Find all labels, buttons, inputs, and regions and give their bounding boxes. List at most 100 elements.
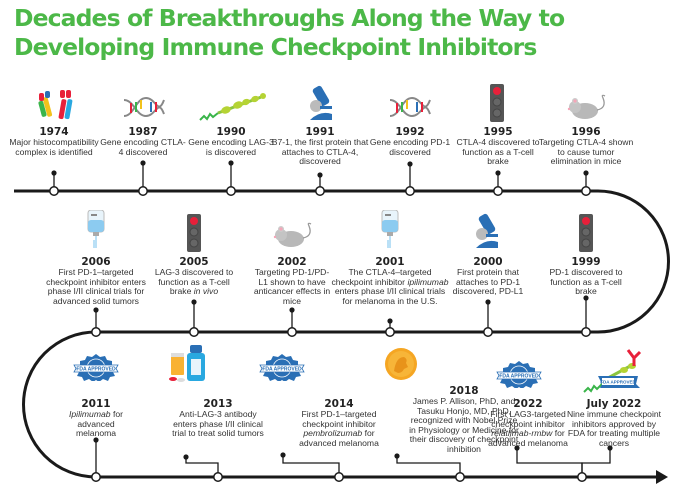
- connector-dot: [317, 172, 323, 178]
- event-description: Major histocompatibility complex is iden…: [9, 137, 99, 157]
- event-year: 2001: [375, 256, 405, 268]
- medicine-bottles-icon: [169, 345, 205, 382]
- connector-line: [516, 448, 583, 473]
- connector-dot: [93, 307, 99, 313]
- event-description: First protein that attaches to PD-1 disc…: [452, 267, 524, 297]
- fda-approved-badge-icon: FDA APPROVED: [496, 361, 542, 388]
- event-description: CTLA-4 discovered to function as a T-cel…: [456, 137, 540, 167]
- event-text-part: for advanced melanoma: [75, 409, 123, 439]
- nobel-medal-icon: [385, 348, 417, 380]
- antibody-fda-banner-icon: FDA APPROVED: [583, 349, 642, 393]
- event-year: 2018: [449, 385, 479, 397]
- timeline-node: [189, 327, 199, 337]
- connector-dot: [51, 170, 57, 176]
- connector-dot: [140, 160, 146, 166]
- mouse-icon: [567, 94, 606, 119]
- event-year: 1974: [39, 126, 69, 138]
- traffic-light-icon: [187, 214, 201, 252]
- connector-dot: [514, 445, 520, 451]
- event-description: LAG-3 discovered to function as a T-cell…: [151, 267, 237, 297]
- badge-text: FDA APPROVED: [262, 367, 302, 373]
- iv-bag-icon: [381, 210, 399, 248]
- connector-dot: [228, 160, 234, 166]
- event-description: First PD-1–targeted checkpoint inhibitor…: [290, 409, 388, 448]
- connector-dot: [583, 170, 589, 176]
- mouse-icon: [273, 222, 312, 247]
- connector-line: [185, 457, 219, 473]
- connector-dot: [607, 445, 613, 451]
- page-title: Decades of Breakthroughs Along the Way t…: [14, 4, 674, 62]
- event-description: PD-1 discovered to function as a T-cell …: [549, 267, 623, 297]
- event-description: The CTLA-4–targeted checkpoint inhibitor…: [331, 267, 449, 306]
- connector-dot: [289, 307, 295, 313]
- event-year: 2011: [81, 398, 111, 410]
- connector-dot: [495, 170, 501, 176]
- drug-name: in vivo: [193, 286, 219, 297]
- connector-dot: [485, 299, 491, 305]
- timeline-node: [455, 472, 465, 482]
- event-description: Gene encoding PD-1 discovered: [369, 137, 451, 157]
- event-description: James P. Allison, PhD, and Tasuku Honjo,…: [409, 396, 519, 454]
- connector-dot: [407, 161, 413, 167]
- drug-name: pembrolizumab: [303, 428, 363, 439]
- connector-line: [282, 455, 340, 473]
- timeline-node: [287, 327, 297, 337]
- event-year: 2005: [179, 256, 209, 268]
- track-row-1: [14, 189, 670, 334]
- event-description: Gene encoding LAG-3 is discovered: [188, 137, 274, 157]
- connector-dot: [387, 318, 393, 324]
- connector-line: [396, 456, 461, 473]
- drug-name: ipilimumab: [407, 276, 449, 287]
- connector-dot: [183, 454, 189, 460]
- event-year: 1991: [305, 126, 335, 138]
- event-year: 1995: [483, 126, 513, 138]
- event-description: Nine immune checkpoint inhibitors approv…: [566, 409, 662, 448]
- chromosomes-icon: [38, 90, 73, 120]
- timeline-node: [577, 472, 587, 482]
- connector-dot: [93, 437, 99, 443]
- timeline-node: [581, 327, 591, 337]
- timeline-node: [581, 186, 591, 196]
- arrow-head: [656, 470, 668, 484]
- timeline-node: [49, 186, 59, 196]
- connector-dot: [191, 299, 197, 305]
- connector-dot: [280, 452, 286, 458]
- event-year: 1999: [571, 256, 601, 268]
- event-year: 2006: [81, 256, 111, 268]
- timeline-node: [334, 472, 344, 482]
- track-row-2: [22, 330, 598, 479]
- protein-strand-icon: [199, 93, 266, 121]
- timeline-node: [91, 472, 101, 482]
- event-description: Targeting CTLA-4 shown to cause tumor el…: [538, 137, 634, 167]
- title-line-1: Decades of Breakthroughs Along the Way t…: [14, 4, 565, 32]
- timeline-node: [213, 472, 223, 482]
- timeline-node: [91, 327, 101, 337]
- badge-text: FDA APPROVED: [600, 380, 636, 385]
- drug-name: Ipilimumab: [69, 409, 111, 419]
- event-text-part: First PD-1–targeted checkpoint inhibitor: [301, 409, 377, 429]
- iv-bag-icon: [87, 210, 105, 248]
- connector-dot: [394, 453, 400, 459]
- microscope-icon: [476, 213, 498, 248]
- fda-approved-badge-icon: FDA APPROVED: [73, 354, 119, 381]
- event-description: Anti-LAG-3 antibody enters phase I/II cl…: [172, 409, 264, 439]
- event-text-part: LAG-3 discovered to function as a T-cell…: [154, 267, 234, 297]
- event-year: July 2022: [586, 398, 642, 410]
- traffic-light-icon: [579, 214, 593, 252]
- event-year: 1992: [395, 126, 425, 138]
- event-description: Gene encoding CTLA-4 discovered: [100, 137, 186, 157]
- microscope-icon: [310, 85, 332, 120]
